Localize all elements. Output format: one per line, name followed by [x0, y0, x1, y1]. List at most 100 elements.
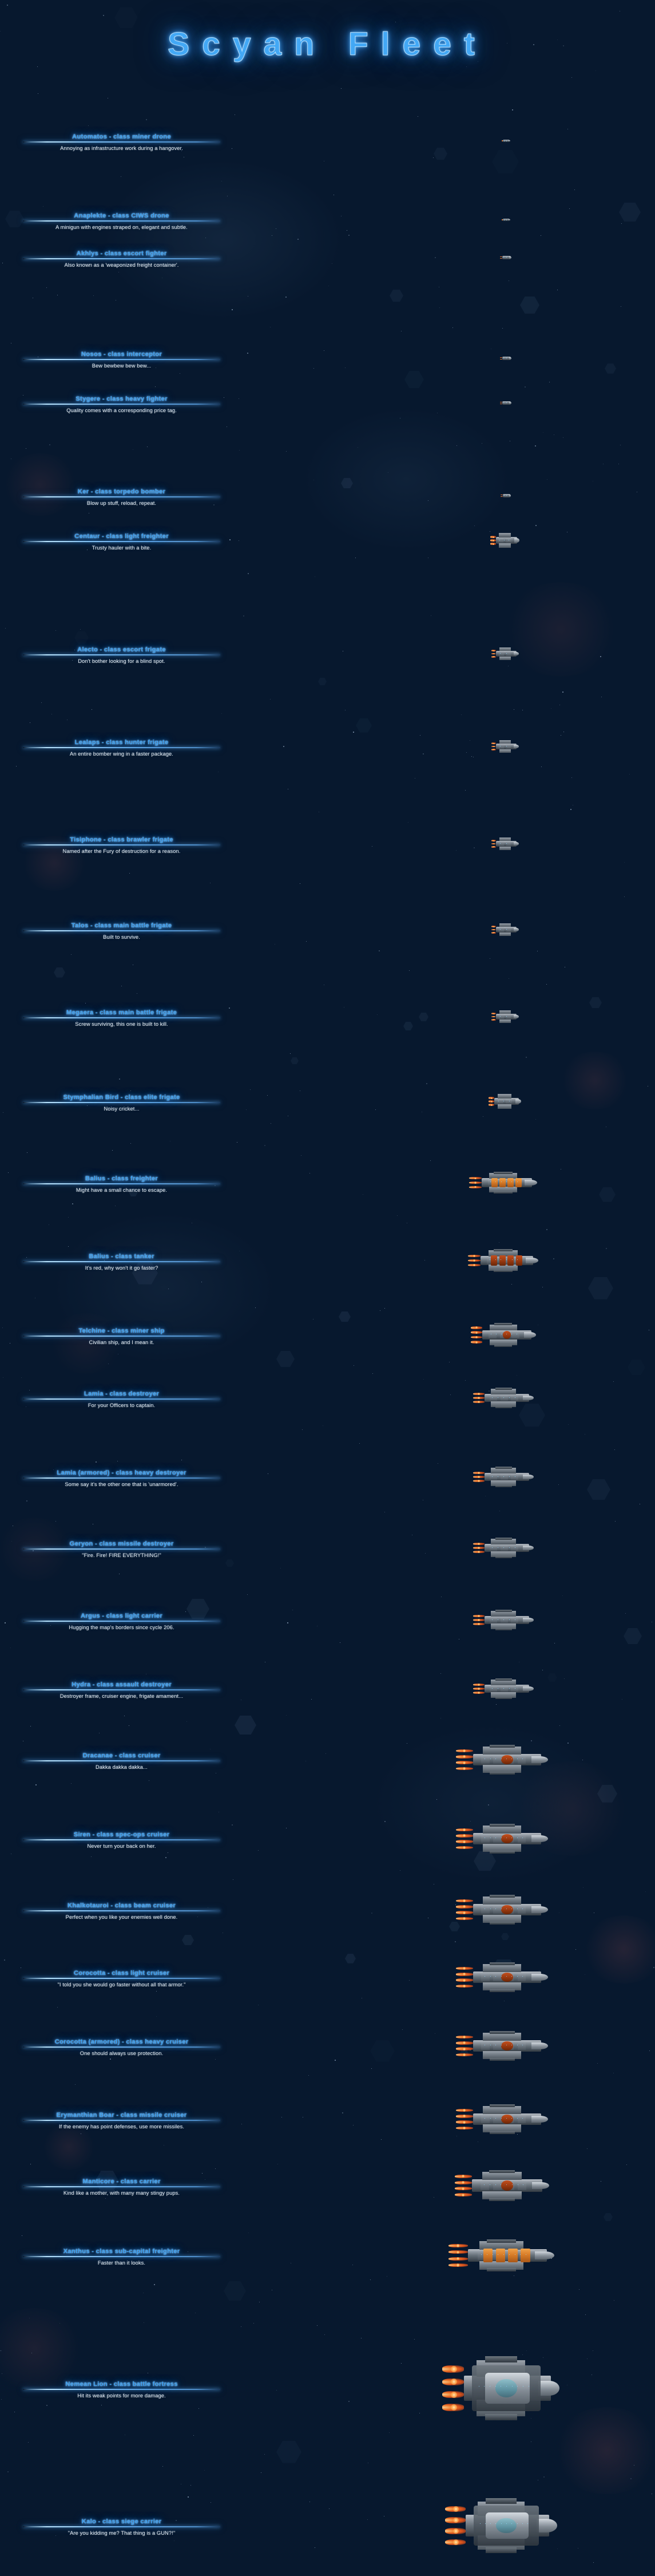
ship-name: Nemean Lion - class battle fortress	[65, 2381, 178, 2388]
ship-name: Lealaps - class hunter frigate	[74, 739, 169, 746]
ship-description: Quality comes with a corresponding price…	[66, 408, 177, 413]
ship-name-underline	[23, 1398, 220, 1400]
ship-name-underline	[23, 404, 220, 405]
ship-image	[366, 2498, 606, 2553]
ship-description: Named after the Fury of destruction for …	[62, 848, 181, 854]
ship-name-underline	[23, 844, 220, 846]
ship-name-underline	[23, 1183, 220, 1184]
ship-image	[366, 1538, 606, 1558]
ship-name-underline	[23, 1548, 220, 1550]
ship-description: For your Officers to captain.	[88, 1402, 156, 1408]
ship-name: Stymphalian Bird - class elite frigate	[63, 1094, 180, 1101]
ship-name-underline	[23, 2526, 220, 2527]
ship-name: Argus - class light carrier	[81, 1613, 162, 1619]
ship-image	[366, 488, 606, 505]
ship-name-underline	[23, 1689, 220, 1690]
ship-name: Akhlys - class escort fighter	[76, 250, 167, 257]
ship-image	[366, 836, 606, 853]
ship-text-block: Kalo - class siege carrier"Are you kiddi…	[23, 2518, 220, 2537]
ship-sprite	[501, 139, 510, 143]
ship-description: Annoying as infrastructure work during a…	[60, 145, 183, 151]
ship-sprite	[501, 218, 510, 222]
ship-name: Erymanthian Boar - class missile cruiser	[56, 2112, 187, 2119]
ship-sprite	[491, 836, 519, 851]
ship-description: "Are you kidding me? That thing is a GUN…	[68, 2530, 176, 2536]
ship-image	[366, 212, 606, 229]
ship-image	[366, 1745, 606, 1775]
ship-description: An entire bomber wing in a faster packag…	[70, 751, 173, 757]
ship-name-underline	[23, 1839, 220, 1840]
ship-sprite	[456, 1962, 548, 1992]
ship-sprite	[467, 1249, 538, 1272]
ship-description: It's red, why won't it go faster?	[85, 1265, 158, 1271]
ship-name-underline	[23, 220, 220, 222]
ship-image	[366, 1678, 606, 1699]
ship-name-underline	[23, 2046, 220, 2048]
ship-image	[366, 1895, 606, 1925]
ship-name-underline	[23, 541, 220, 542]
ship-image	[366, 2239, 606, 2271]
ship-description: Never turn your back on her.	[87, 1843, 156, 1849]
ship-sprite	[500, 354, 511, 362]
ship-description: Built to survive.	[103, 934, 140, 940]
ship-name-underline	[23, 1017, 220, 1018]
ship-name: Siren - class spec-ops cruiser	[73, 1831, 170, 1838]
page-title-wrap: Scyan Fleet	[0, 25, 655, 63]
ship-name-underline	[23, 2389, 220, 2390]
ship-sprite	[445, 2498, 557, 2553]
ship-name-underline	[23, 359, 220, 360]
ship-description: One should always use protection.	[80, 2050, 164, 2056]
ship-image	[366, 133, 606, 150]
ship-name: Corocotta (armored) - class heavy cruise…	[54, 2038, 189, 2045]
ship-name-underline	[23, 1102, 220, 1103]
ship-image	[366, 2170, 606, 2201]
ship-description: Kind like a mother, with many many sting…	[63, 2190, 180, 2196]
ship-description: Bew bewbew bew bew...	[92, 363, 152, 369]
ship-sprite	[473, 1538, 534, 1558]
ship-name: Geryon - class missile destroyer	[69, 1540, 174, 1547]
ship-description: Perfect when you like your enemies well …	[65, 1914, 178, 1920]
ship-description: Don't bother looking for a blind spot.	[78, 658, 165, 664]
ship-sprite	[456, 1745, 548, 1775]
ship-image	[366, 738, 606, 756]
ship-name-underline	[23, 654, 220, 655]
ship-description: Some say it's the other one that is 'una…	[65, 1481, 178, 1487]
ship-image	[366, 2104, 606, 2134]
ship-description: "Fire. Fire! FIRE EVERYTHING!"	[82, 1552, 161, 1558]
ship-description: Noisy cricket...	[104, 1106, 140, 1112]
ship-name-underline	[23, 258, 220, 259]
ship-sprite	[473, 1467, 534, 1487]
ship-sprite	[491, 646, 519, 661]
ship-name-underline	[23, 747, 220, 748]
ship-description: Blow up stuff, reload, repeat.	[86, 500, 157, 506]
ship-name: Khalkotauroi - class beam cruiser	[67, 1902, 176, 1909]
ship-sprite	[490, 532, 519, 549]
ship-image	[366, 250, 606, 267]
ship-sprite	[491, 922, 519, 937]
ship-sprite	[470, 1323, 536, 1347]
ship-name-underline	[23, 1336, 220, 1337]
ship-name-underline	[23, 1978, 220, 1979]
ship-description: Screw surviving, this one is built to ki…	[75, 1021, 168, 1027]
ship-name: Xanthus - class sub-capital freighter	[63, 2248, 180, 2255]
ship-name: Manticore - class carrier	[82, 2178, 161, 2185]
ship-description: If the enemy has point defenses, use mor…	[58, 2124, 185, 2129]
ship-image	[366, 1388, 606, 1408]
ship-image	[366, 1467, 606, 1487]
ship-image	[366, 646, 606, 663]
